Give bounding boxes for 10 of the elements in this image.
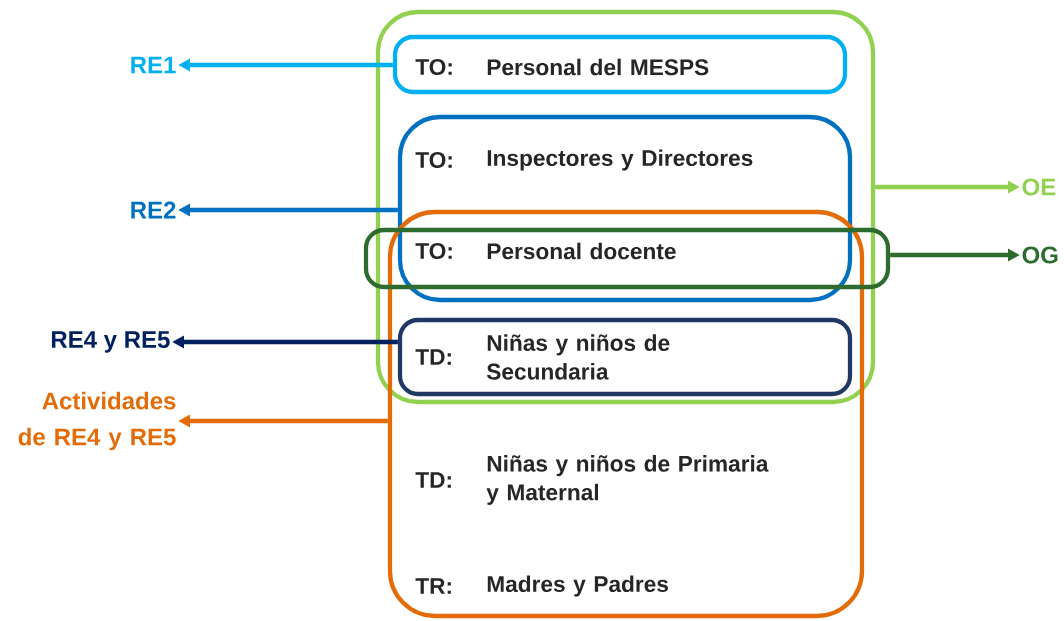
target-box: TO: Personal docente [363, 227, 891, 290]
target-box: TO: Personal del MESPS [392, 34, 848, 95]
result-label: OE [1022, 178, 1056, 196]
result-label: Actividades de RE4 y RE5 [18, 391, 176, 451]
result-label: RE4 y RE5 [51, 331, 170, 353]
result-label: OG [1022, 246, 1058, 264]
target-box: TD: Niñas y niños de Secundaria [397, 317, 853, 397]
result-label: RE2 [131, 201, 176, 219]
group-box [375, 9, 876, 405]
result-label: RE1 [131, 56, 176, 74]
